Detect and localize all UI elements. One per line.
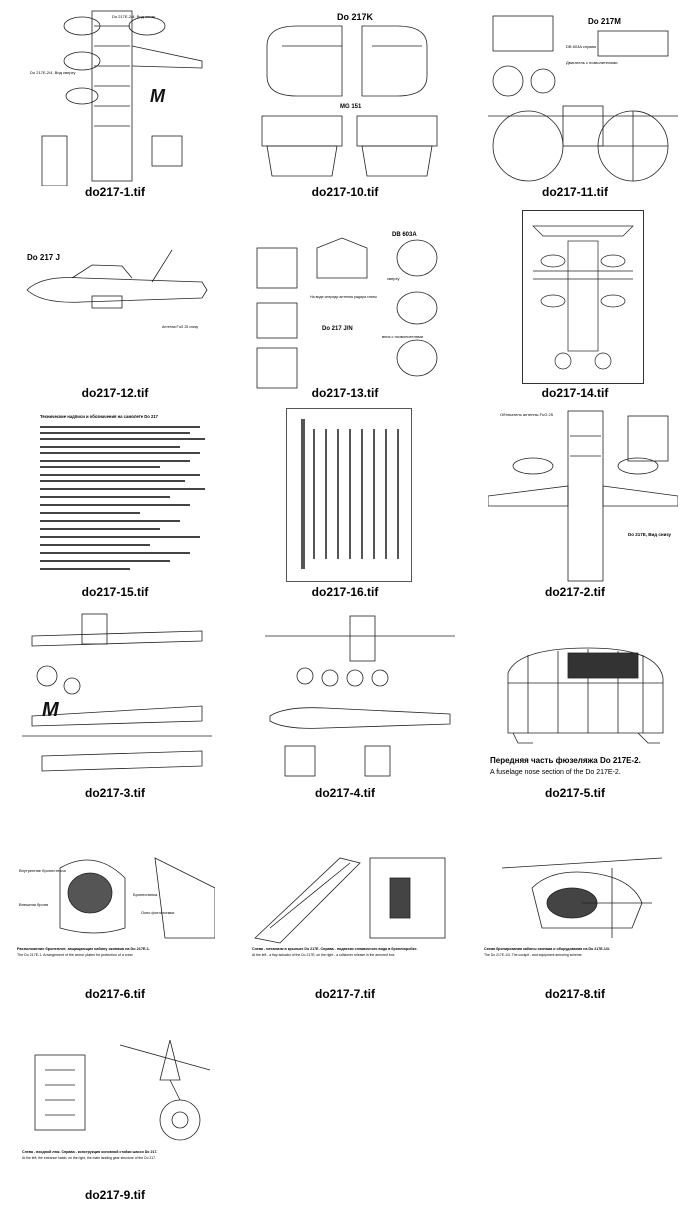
file-item[interactable]: M Do 217E-2/4, Вид снизу Do 217E-2/4, Ви… <box>0 0 230 200</box>
file-name: do217-13.tif <box>311 386 379 400</box>
file-item[interactable]: Схема бронирования кабины экипажа и обор… <box>460 800 690 1005</box>
drawing-label: Do 217 J/N <box>322 326 353 332</box>
drawing-label: Технические надписи и обозначения на сам… <box>40 414 159 419</box>
file-thumbnail[interactable]: Do 217 J Антенна FuG 25 снизу <box>22 210 212 390</box>
file-name: do217-14.tif <box>541 386 609 400</box>
file-name: do217-2.tif <box>544 585 605 599</box>
file-thumbnail[interactable]: Внутренние бронестекла Внешняя броня Бро… <box>15 848 215 978</box>
file-item[interactable]: do217-14.tif <box>460 200 690 400</box>
file-item[interactable]: Обтекатель антенны FuG 25 Do 217E, Вид с… <box>460 400 690 600</box>
file-name: do217-15.tif <box>81 585 149 599</box>
drawing-label: Обтекатель антенны FuG 25 <box>500 412 554 417</box>
drawing-label: Внешняя броня <box>19 902 48 907</box>
file-item[interactable]: Do 217K MG 151 do217-10.tif <box>230 0 460 200</box>
drawing-label: Окно фотосъемки <box>141 910 174 915</box>
file-thumbnail[interactable]: DB 603A сверху На виде спереди антенна р… <box>252 228 442 408</box>
file-name: do217-1.tif <box>84 185 145 199</box>
file-thumbnail[interactable]: Схема бронирования кабины экипажа и обор… <box>482 848 682 978</box>
file-name: do217-4.tif <box>314 786 375 800</box>
file-item[interactable]: M do217-3.tif <box>0 600 230 800</box>
file-thumbnail[interactable]: Технические надписи и обозначения на сам… <box>30 406 220 586</box>
drawing-label: Внутренние бронестекла <box>19 868 66 873</box>
table-document-icon <box>301 419 399 569</box>
fuselage-drawing-icon: Do 217K MG 151 <box>261 12 438 177</box>
file-item[interactable]: Передняя часть фюзеляжа Do 217E-2. A fus… <box>460 600 690 808</box>
file-item[interactable]: do217-16.tif <box>230 400 460 600</box>
drawing-label: Do 217E-2/4, Вид сверху <box>30 70 76 75</box>
drawing-label: Бронеспинка <box>133 892 158 897</box>
armor-drawing-icon: Внутренние бронестекла Внешняя броня Бро… <box>17 857 215 957</box>
logo-text: M <box>42 699 60 721</box>
drawing-label: Do 217E-2/4, Вид снизу <box>112 14 155 19</box>
aircraft-drawing-icon <box>265 615 455 777</box>
file-thumbnail[interactable]: Слева - входной люк. Справа - конструкци… <box>20 1040 220 1175</box>
file-item[interactable]: Слева - механизм в крыльях Do 217E. Спра… <box>230 800 460 1005</box>
file-thumbnail[interactable] <box>286 408 412 582</box>
file-name: do217-5.tif <box>544 786 605 800</box>
drawing-label: Схема бронирования кабины экипажа и обор… <box>484 947 610 951</box>
aircraft-side-drawing-icon: Do 217 J Антенна FuG 25 снизу <box>26 249 208 329</box>
file-name: do217-16.tif <box>311 585 379 599</box>
drawing-label: На виде спереди антенна радара сняты <box>310 295 377 299</box>
file-thumbnail[interactable] <box>522 210 644 384</box>
file-thumbnail[interactable]: Обтекатель антенны FuG 25 Do 217E, Вид с… <box>488 406 678 586</box>
engine-nacelle-drawing-icon: DB 603A сверху На виде спереди антенна р… <box>256 232 438 389</box>
aircraft-detail-drawing-icon <box>532 225 634 370</box>
file-thumbnail[interactable]: Передняя часть фюзеляжа Do 217E-2. A fus… <box>488 628 678 808</box>
drawing-label: Do 217K <box>337 12 374 22</box>
file-thumbnail[interactable]: Do 217M DB 603A справа Двигатель с позво… <box>488 6 678 186</box>
file-name: do217-12.tif <box>81 386 149 400</box>
file-item[interactable]: Внутренние бронестекла Внешняя броня Бро… <box>0 800 230 1005</box>
drawing-label: MG 151 <box>340 104 362 110</box>
file-name: do217-7.tif <box>314 987 375 1001</box>
file-thumbnail[interactable]: Do 217K MG 151 <box>252 6 442 186</box>
engine-drawing-icon: Do 217M DB 603A справа Двигатель с позво… <box>488 15 678 182</box>
file-item[interactable]: do217-4.tif <box>230 600 460 800</box>
drawing-label: Do 217M <box>588 17 621 26</box>
file-name: do217-10.tif <box>311 185 379 199</box>
aircraft-drawing-icon: M <box>22 613 212 772</box>
drawing-label: Двигатель с позволителями <box>566 60 617 65</box>
drawing-label: Передняя часть фюзеляжа Do 217E-2. <box>490 756 641 765</box>
file-name: do217-11.tif <box>541 185 609 199</box>
file-name: do217-8.tif <box>544 987 605 1001</box>
file-item[interactable]: DB 603A сверху На виде спереди антенна р… <box>230 200 460 408</box>
cockpit-armor-drawing-icon: Схема бронирования кабины экипажа и обор… <box>484 857 663 957</box>
file-name: do217-3.tif <box>84 786 145 800</box>
drawing-label: сверху <box>387 276 399 281</box>
file-thumbnail[interactable]: M <box>22 606 212 786</box>
aircraft-drawing-icon: Обтекатель антенны FuG 25 Do 217E, Вид с… <box>488 410 678 582</box>
file-thumbnail[interactable]: Слева - механизм в крыльях Do 217E. Спра… <box>250 848 450 978</box>
logo-text: M <box>150 86 166 106</box>
text-document-icon: Технические надписи и обозначения на сам… <box>40 414 205 570</box>
drawing-label: The Do 217E-1/3. The cockpit - and equip… <box>484 953 583 957</box>
file-item[interactable]: Слева - входной люк. Справа - конструкци… <box>0 1005 230 1216</box>
drawing-label: At the left - a flap actuator of the Do … <box>252 953 395 957</box>
drawing-label: A fuselage nose section of the Do 217E-2… <box>490 769 621 776</box>
wing-drawing-icon: Слева - механизм в крыльях Do 217E. Спра… <box>252 857 446 957</box>
aircraft-drawing-icon: M Do 217E-2/4, Вид снизу Do 217E-2/4, Ви… <box>30 10 203 186</box>
drawing-label: At the left, the entrance hatch; on the … <box>22 1156 156 1160</box>
file-name: do217-6.tif <box>84 987 145 1001</box>
fuselage-nose-drawing-icon: Передняя часть фюзеляжа Do 217E-2. A fus… <box>490 647 664 776</box>
drawing-label: Слева - входной люк. Справа - конструкци… <box>22 1150 158 1154</box>
drawing-label: Антенна FuG 25 снизу <box>162 325 198 329</box>
file-item[interactable]: Do 217 J Антенна FuG 25 снизу do217-12.t… <box>0 200 230 400</box>
drawing-label: Do 217 J <box>27 253 60 262</box>
file-item[interactable]: Do 217M DB 603A справа Двигатель с позво… <box>460 0 690 200</box>
landing-gear-drawing-icon: Слева - входной люк. Справа - конструкци… <box>22 1040 211 1160</box>
drawing-label: DB 603A справа <box>566 44 597 49</box>
file-name: do217-9.tif <box>84 1188 145 1202</box>
file-thumbnail[interactable] <box>265 606 455 786</box>
drawing-label: Do 217E, Вид снизу <box>628 532 671 537</box>
drawing-label: вниз с позволителями <box>382 334 423 339</box>
drawing-label: Расположение бронеплит, защищающих кабин… <box>17 947 150 951</box>
file-item[interactable]: Технические надписи и обозначения на сам… <box>0 400 230 600</box>
file-thumbnail[interactable]: M Do 217E-2/4, Вид снизу Do 217E-2/4, Ви… <box>22 6 212 186</box>
drawing-label: Слева - механизм в крыльях Do 217E. Спра… <box>252 947 417 951</box>
drawing-label: The Do 217E-1. Arrangement of the armor … <box>17 953 133 957</box>
drawing-label: DB 603A <box>392 232 417 238</box>
